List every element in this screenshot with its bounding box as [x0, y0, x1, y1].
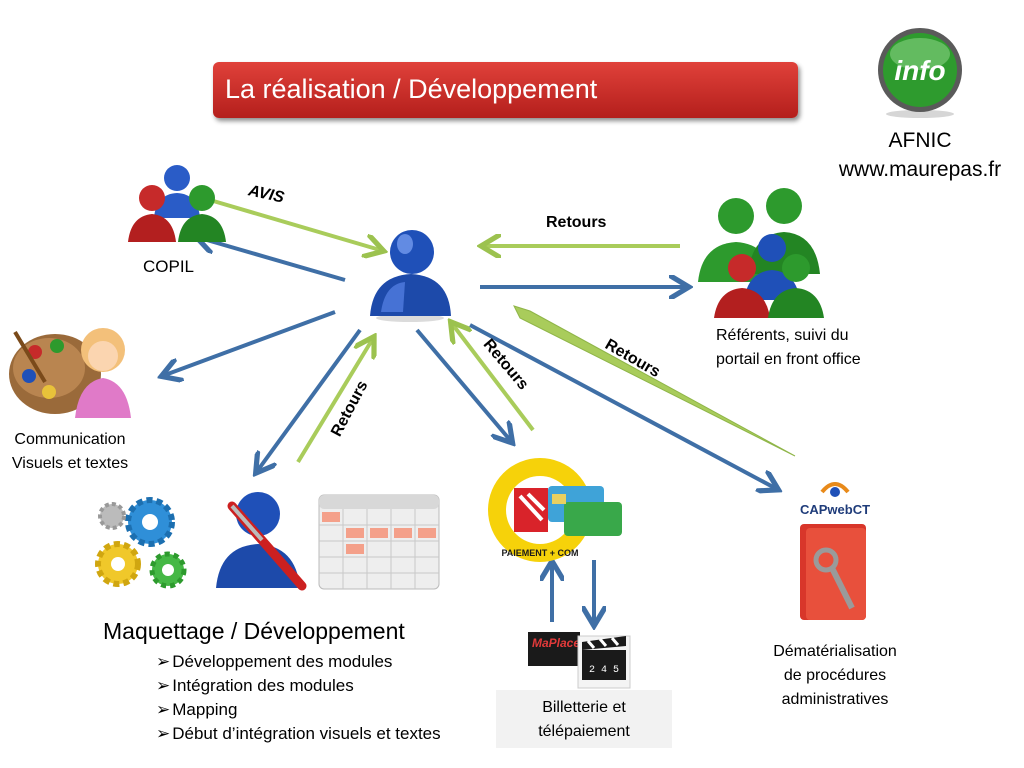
demat-label: Dématérialisation de procédures administ… — [754, 640, 916, 712]
info-badge-icon[interactable]: info — [870, 26, 970, 118]
arrow-to-communication — [165, 310, 336, 375]
afnic-label: AFNIC www.maurepas.fr — [820, 126, 1020, 184]
arrow-label-retours-top: Retours — [546, 214, 607, 231]
developer-tool-icon[interactable] — [212, 486, 312, 592]
clap-text: 2 4 5 — [589, 665, 619, 676]
list-item: Développement des modules — [156, 650, 441, 674]
billetterie-line2: télépaiement — [538, 723, 630, 740]
capwebct-text: CAPwebCT — [800, 502, 870, 517]
clapperboard-icon[interactable]: 2 4 5 — [576, 630, 632, 690]
afnic-title: AFNIC — [888, 129, 952, 152]
arrow-retours-mid — [453, 325, 535, 432]
maplace-logo[interactable]: MaPlace — [528, 632, 580, 666]
demat-line2: de procédures — [783, 667, 887, 684]
gears-icon[interactable] — [92, 494, 194, 594]
referents-line1: Référents, suivi du — [716, 327, 849, 344]
demat-line3: administratives — [781, 691, 889, 708]
list-item: Mapping — [156, 698, 441, 722]
demat-line1: Dématérialisation — [773, 643, 897, 660]
arrow-retours-left — [296, 340, 372, 464]
list-item: Début d’intégration visuels et textes — [156, 722, 440, 746]
referents-label: Référents, suivi du portail en front off… — [716, 324, 861, 372]
palette-woman-icon[interactable] — [5, 312, 137, 424]
communication-line2: Visuels et textes — [11, 455, 129, 472]
maquettage-list: Développement des modules Intégration de… — [156, 650, 441, 746]
calendar-grid-icon[interactable] — [318, 494, 440, 590]
payment-card-logo[interactable]: PAIEMENT + COM — [484, 456, 624, 566]
communication-label: Communication Visuels et textes — [2, 428, 138, 476]
referents-line2: portail en front office — [716, 351, 861, 368]
arrow-to-payment — [415, 328, 510, 440]
arrow-to-demat — [469, 323, 775, 488]
copil-group-icon[interactable] — [122, 158, 232, 248]
list-item: Intégration des modules — [156, 674, 441, 698]
central-user-icon[interactable] — [365, 212, 455, 322]
referents-group-icon[interactable] — [692, 182, 827, 322]
maplace-text: MaPlace — [532, 636, 581, 650]
communication-line1: Communication — [14, 431, 126, 448]
billetterie-line1: Billetterie et — [542, 699, 626, 716]
copil-label: COPIL — [143, 257, 195, 276]
page-title: La réalisation / Développement — [213, 62, 798, 118]
arrow-to-maquettage — [258, 328, 362, 470]
info-badge-text: info — [894, 55, 945, 86]
red-folder-key-icon[interactable] — [796, 520, 872, 624]
payment-logo-text: PAIEMENT + COM — [501, 548, 578, 558]
afnic-url[interactable]: www.maurepas.fr — [838, 158, 1002, 181]
billetterie-label: Billetterie et télépaiement — [496, 690, 672, 748]
capwebct-logo[interactable]: CAPwebCT — [792, 478, 878, 520]
arrow-retours-right — [513, 305, 796, 457]
arrow-to-copil — [200, 238, 346, 282]
maquettage-heading: Maquettage / Développement — [103, 618, 405, 644]
arrow-avis — [209, 198, 380, 250]
